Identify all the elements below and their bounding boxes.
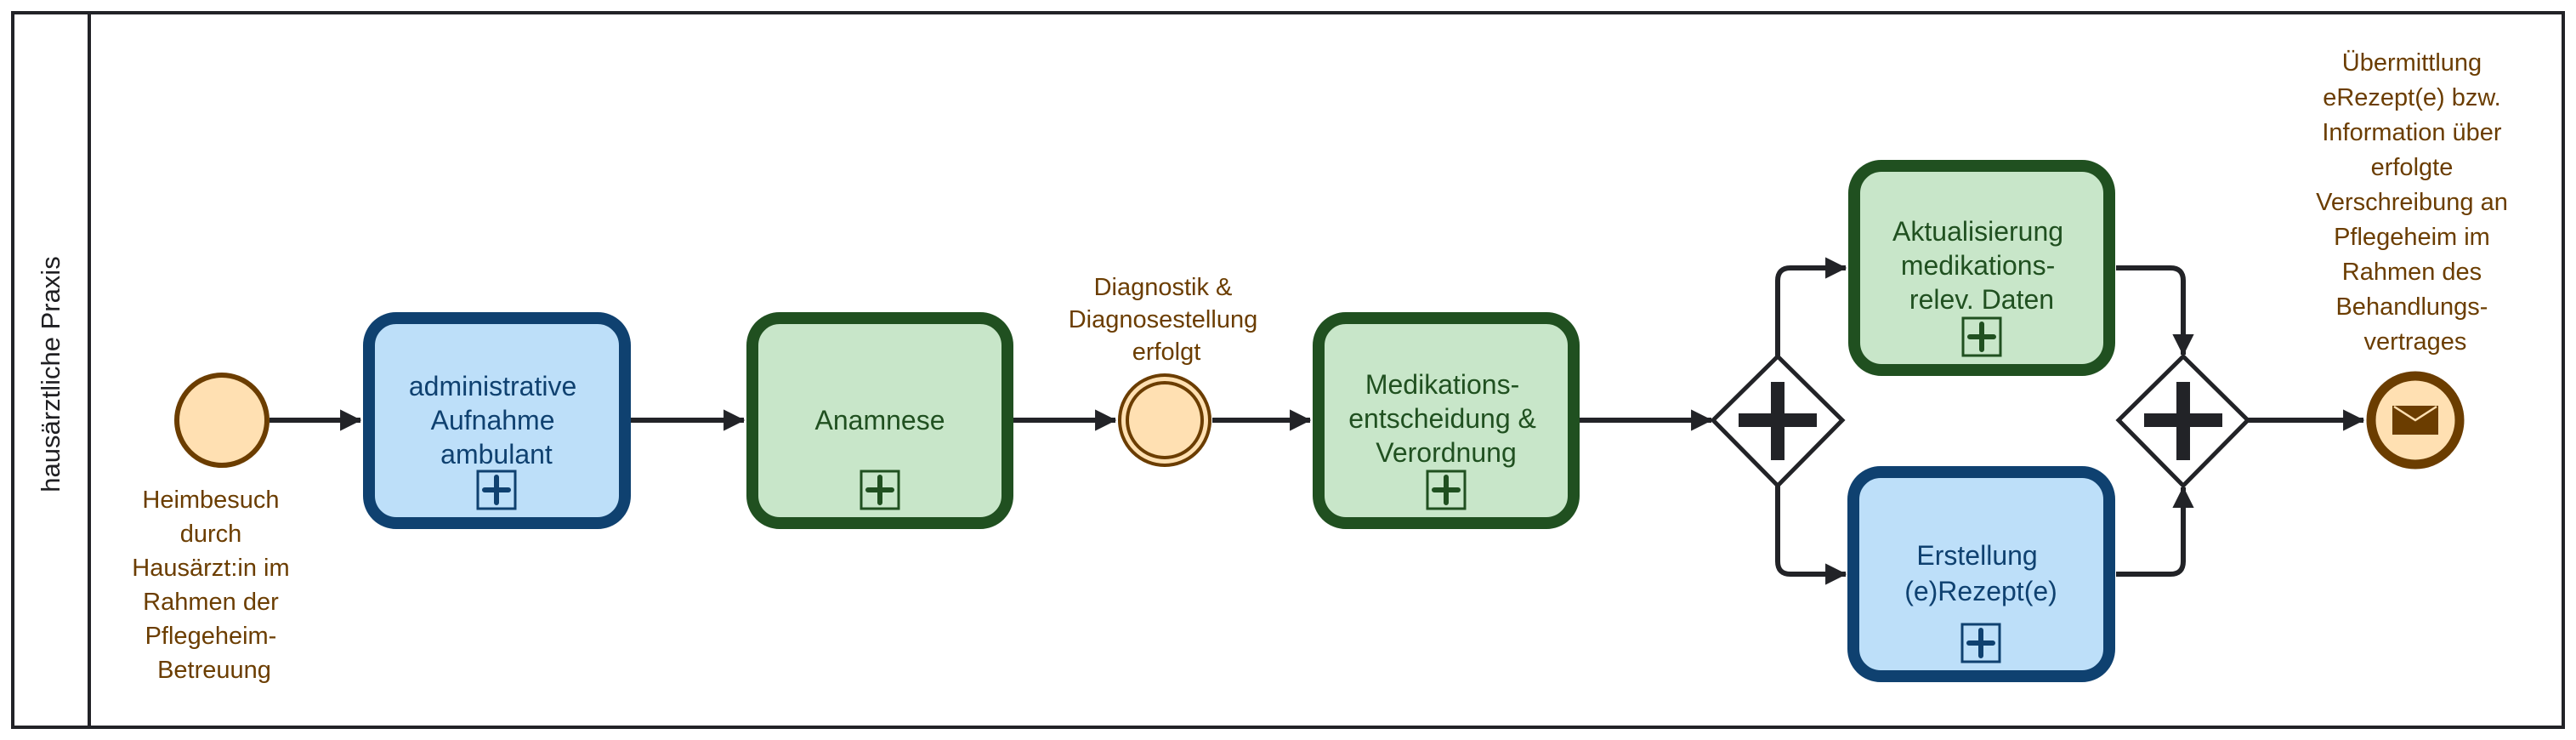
label-line: Rahmen der [143,589,279,616]
label-line: Rahmen des [2342,259,2482,286]
label-line: Information über [2322,119,2502,146]
label-line: Aktualisierung [1892,216,2063,247]
label-line: durch [180,521,242,548]
label-line: Verschreibung an [2316,189,2508,216]
start-event-label: Heimbesuch durch Hausärzt:in im Rahmen d… [132,487,296,684]
plus-icon [1739,382,1817,460]
label-line: Pflegeheim- [145,623,277,650]
label-line: Medikations- [1365,369,1519,400]
label-line: Pflegeheim im [2334,224,2490,251]
label-line: Heimbesuch [142,487,279,514]
label-line: entscheidung & [1348,403,1536,434]
task-anamnese[interactable]: Anamnese [746,312,1013,529]
label-line: medikations- [1901,250,2055,281]
message-end-event[interactable]: Übermittlung eRezept(e) bzw. Information… [2316,49,2515,470]
label-line: Übermittlung [2342,49,2482,77]
task-label: Anamnese [815,405,945,435]
subprocess-plus-icon[interactable] [1960,623,2001,663]
label-line: ambulant [440,439,553,470]
task-box[interactable] [746,312,1013,529]
label-line: vertrages [2364,328,2467,356]
task-box[interactable] [363,312,631,529]
label-line: Erstellung [1916,540,2037,571]
intermediate-event-outer[interactable] [1118,373,1211,467]
flow-aktualisierung-to-join[interactable] [2116,265,2194,356]
task-administrative-aufnahme[interactable]: administrative Aufnahme ambulant [363,312,631,529]
flow-split-to-erstellung[interactable] [1775,486,1847,585]
label-line: Diagnosestellung [1069,306,1257,333]
intermediate-event-inner [1126,381,1204,459]
label-line: eRezept(e) bzw. [2323,84,2501,111]
task-label: Aktualisierung medikations- relev. Daten [1892,216,2071,315]
task-box[interactable] [1847,466,2115,682]
task-erstellung-erezept[interactable]: Erstellung (e)Rezept(e) [1847,466,2115,682]
label-line: erfolgte [2371,154,2454,181]
sequence-flows [270,257,2365,585]
intermediate-event-label: Diagnostik & Diagnosestellung erfolgt [1069,274,1265,366]
task-box[interactable] [1848,160,2115,376]
end-event-label: Übermittlung eRezept(e) bzw. Information… [2316,49,2515,356]
parallel-gateway-split[interactable] [1710,353,1846,489]
task-box[interactable] [1313,312,1580,529]
task-label: administrative Aufnahme ambulant [409,371,584,470]
task-medikationsentscheidung[interactable]: Medikations- entscheidung & Verordnung [1313,312,1580,529]
task-label: Medikations- entscheidung & Verordnung [1348,369,1544,468]
subprocess-plus-icon[interactable] [860,470,900,510]
task-aktualisierung[interactable]: Aktualisierung medikations- relev. Daten [1848,160,2115,376]
label-line: Diagnostik & [1094,274,1233,301]
label-line: Anamnese [815,405,945,435]
label-line: (e)Rezept(e) [1904,576,2057,606]
label-line: erfolgt [1132,339,1201,366]
task-label: Erstellung (e)Rezept(e) [1904,540,2057,606]
label-line: Betreuung [157,657,271,684]
subprocess-plus-icon[interactable] [476,470,517,510]
subprocess-plus-icon[interactable] [1961,316,2002,357]
start-event[interactable]: Heimbesuch durch Hausärzt:in im Rahmen d… [132,373,296,684]
envelope-icon [2392,405,2438,435]
label-line: Verordnung [1376,437,1516,468]
plus-icon [2144,382,2222,460]
subprocess-plus-icon[interactable] [1426,470,1467,510]
label-line: administrative [409,371,576,401]
label-line: Behandlungs- [2335,293,2488,321]
label-line: relev. Daten [1909,284,2054,315]
parallel-gateway-join[interactable] [2115,353,2251,489]
label-line: Aufnahme [431,405,555,435]
flow-split-to-aktualisierung[interactable] [1775,257,1847,356]
flow-erstellung-to-join[interactable] [2116,486,2194,577]
intermediate-event[interactable]: Diagnostik & Diagnosestellung erfolgt [1069,274,1265,467]
label-line: Hausärzt:in im [132,555,289,582]
start-event-circle[interactable] [174,373,270,468]
lane-label: hausärztliche Praxis [36,256,65,492]
